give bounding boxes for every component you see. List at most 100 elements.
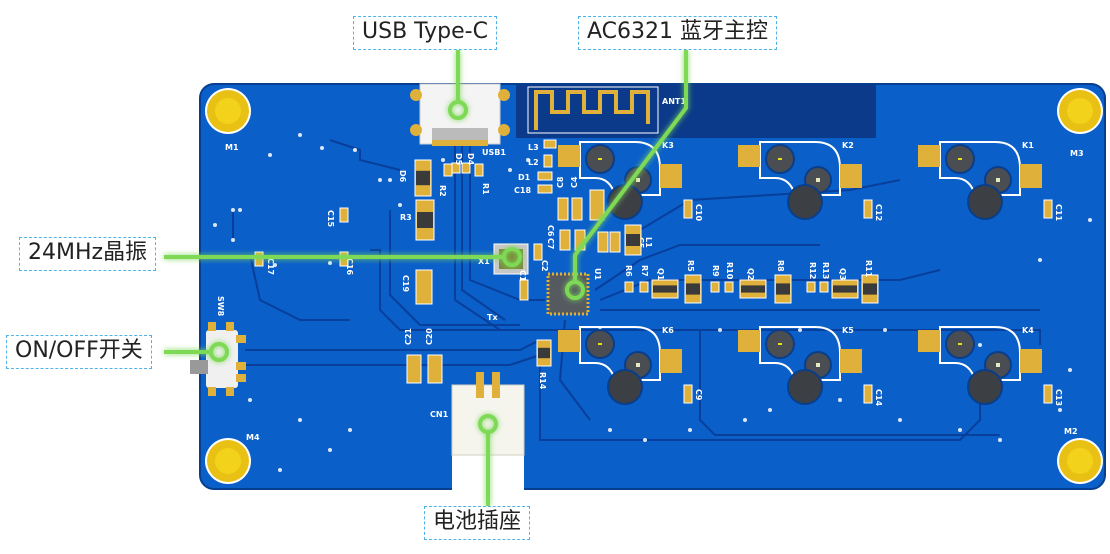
switch-label: SW8: [216, 296, 225, 317]
trace: [245, 354, 541, 366]
component-label: R9: [711, 265, 720, 277]
smd-component: Q3: [831, 268, 859, 299]
smd-component: D6: [398, 159, 432, 197]
mount-hole: M4: [205, 433, 260, 484]
component-label: R14: [538, 372, 547, 390]
key-label: K4: [1022, 326, 1034, 335]
smd-component: R3: [400, 199, 435, 241]
trace: [370, 249, 545, 331]
smd-component: R9: [710, 265, 720, 293]
via: [998, 438, 1002, 442]
smd-component: C4: [570, 176, 583, 221]
component-label: R12: [808, 262, 817, 279]
smd-component: L1: [624, 224, 653, 256]
leader-ac6321-mcu: [565, 50, 688, 300]
component-label: C6: [546, 225, 555, 237]
battery-connector-label: CN1: [430, 410, 449, 419]
trace: [249, 254, 350, 321]
key-label: K5: [842, 326, 854, 335]
smd-component: R11: [861, 260, 879, 304]
via: [231, 208, 235, 212]
via: [298, 133, 302, 137]
via: [378, 178, 382, 182]
component-label: C7: [546, 238, 555, 249]
component-label: L1: [644, 237, 653, 248]
mcu-label: U1: [593, 268, 602, 280]
component-label: R3: [400, 213, 412, 222]
key-capacitor-label: C14: [874, 389, 883, 406]
component-label: C1: [518, 270, 527, 282]
smd-component: R5: [684, 260, 702, 304]
component-label: D6: [398, 170, 407, 183]
smd-component: R14: [536, 339, 552, 390]
via: [743, 418, 747, 422]
via: [298, 418, 302, 422]
smd-component: C8: [556, 176, 569, 221]
smd-component: D1: [518, 171, 553, 182]
crystal-label: X1: [478, 257, 490, 266]
component-label: C17: [266, 258, 275, 275]
smd-component: C1: [518, 270, 529, 301]
smd-component: Q2: [739, 268, 767, 299]
component-label: Q3: [838, 268, 847, 280]
smd-component: D4: [461, 153, 475, 174]
via: [508, 168, 512, 172]
key-label: K6: [662, 326, 674, 335]
component-label: C2: [540, 260, 549, 271]
smd-component: [589, 189, 605, 221]
smd-component: C2: [533, 243, 549, 271]
component-label: R6: [624, 265, 633, 277]
component-label: C8: [556, 176, 565, 188]
via: [1058, 408, 1062, 412]
component-label: D1: [518, 173, 531, 182]
trace: [699, 330, 1000, 436]
via: [883, 328, 887, 332]
via: [441, 158, 445, 162]
tx-label: Tx: [487, 313, 498, 322]
key-label: K2: [842, 141, 854, 150]
pcb-traces: [232, 139, 1041, 441]
via: [328, 448, 332, 452]
via: [978, 343, 982, 347]
component-label: D4: [466, 153, 475, 166]
smd-component: Q1: [651, 268, 679, 299]
mount-hole: M2: [1057, 427, 1103, 484]
callout-24mhz-crystal: 24MHz晶振: [19, 237, 157, 271]
component-label: Q1: [656, 268, 665, 281]
component-label: C18: [514, 186, 531, 195]
component-label: C4: [570, 176, 579, 188]
leader-on-off-switch: [164, 342, 229, 362]
component-label: C19: [401, 275, 410, 292]
component-label: C21: [404, 328, 413, 345]
via: [1088, 218, 1092, 222]
via: [608, 428, 612, 432]
trace: [539, 345, 981, 441]
trace: [594, 244, 820, 291]
key-label: K3: [662, 141, 674, 150]
via: [248, 398, 252, 402]
smd-component: R10: [724, 262, 734, 293]
component-label: Q2: [746, 268, 755, 280]
key-capacitor-label: C11: [1054, 204, 1063, 221]
smd-component: R8: [774, 260, 792, 304]
via: [353, 148, 357, 152]
via: [768, 408, 772, 412]
component-label: L3: [528, 143, 539, 152]
via: [1038, 258, 1042, 262]
smd-component: C18: [514, 184, 553, 195]
mount-hole-label: M4: [246, 433, 260, 442]
smd-component: C21: [404, 328, 422, 384]
key-capacitor-label: C12: [874, 204, 883, 221]
via: [213, 223, 217, 227]
antenna-label: ANT1: [662, 97, 686, 106]
via: [898, 418, 902, 422]
component-label: R1: [481, 183, 490, 195]
via: [838, 398, 842, 402]
component-label: C15: [326, 210, 335, 227]
trace: [469, 146, 545, 301]
via: [958, 428, 962, 432]
